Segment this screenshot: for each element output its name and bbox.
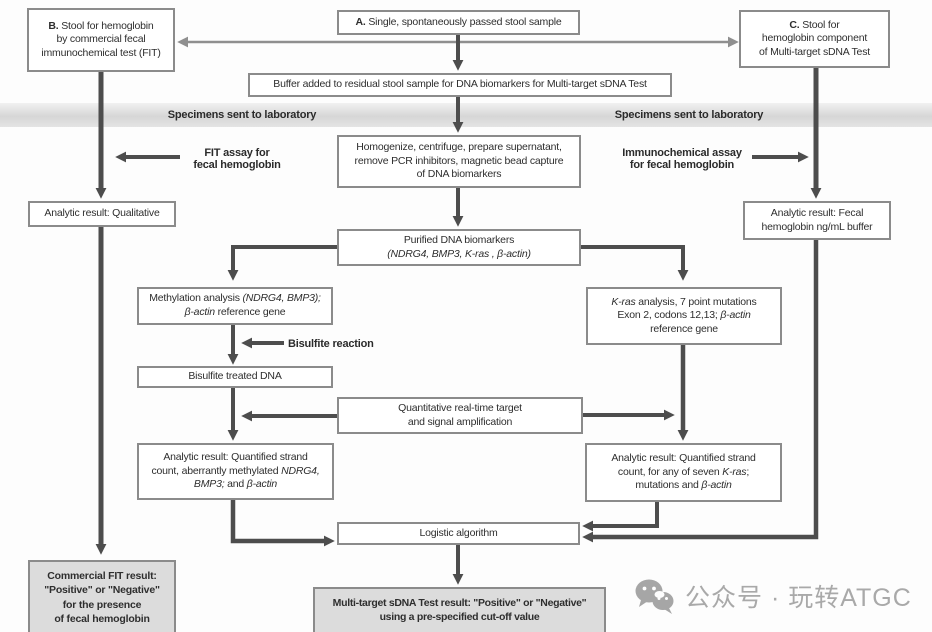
connector-fecal-hb-to-logistic <box>582 240 819 543</box>
text-line: hemoglobin ng/mL buffer <box>761 220 873 233</box>
box-stool-sample-a: A. Single, spontaneously passed stool sa… <box>337 10 580 35</box>
text-line: Immunochemical assay <box>622 147 742 159</box>
watermark-text: 公众号 · 玩转ATGC <box>685 584 912 612</box>
connector-right-result-to-logistic <box>582 502 659 532</box>
specimens-band-label-right: Specimens sent to laboratory <box>614 109 764 121</box>
text-line: Bisulfite reaction <box>288 337 374 350</box>
text-line: hemoglobin component <box>761 32 868 45</box>
text-line: Homogenize, centrifuge, prepare supernat… <box>356 141 562 154</box>
connector-left-result-to-logistic <box>230 500 335 547</box>
text-line: "Positive" or "Negative" <box>44 584 160 597</box>
connector-purified-to-kras <box>580 245 689 281</box>
box-homogenize: Homogenize, centrifuge, prepare supernat… <box>337 135 581 188</box>
text-line: Multi-target sDNA Test result: "Positive… <box>332 597 587 609</box>
text-line: immunochemical test (FIT) <box>41 46 161 59</box>
text-line: of fecal hemoglobin <box>54 613 150 626</box>
text-line: Exon 2, codons 12,13; β-actin <box>617 309 751 322</box>
text-line: Purified DNA biomarkers <box>403 233 515 246</box>
box-commercial-fit-result: Commercial FIT result: "Positive" or "Neg… <box>28 560 176 632</box>
text-line: Analytic result: Quantified strand <box>611 452 756 465</box>
text-line: Analytic result: Quantified strand <box>163 451 308 464</box>
text-line: Commercial FIT result: <box>47 570 157 582</box>
text-line: Quantitative real-time target <box>398 401 522 414</box>
watermark: 公众号 · 玩转ATGC <box>634 577 912 615</box>
text-line: of DNA biomarkers <box>416 168 502 181</box>
text-line: (NDRG4, BMP3, K-ras , β-actin) <box>387 247 531 260</box>
text-line: BMP3; and β-actin <box>193 478 278 491</box>
text-line: Methylation analysis (NDRG4, BMP3); <box>149 292 321 305</box>
text-line: Analytic result: Qualitative <box>44 207 160 220</box>
box-analytic-qualitative: Analytic result: Qualitative <box>28 201 176 227</box>
bisulfite-reaction-label: Bisulfite reaction <box>288 336 398 351</box>
text-line: mutations and β-actin <box>635 479 732 492</box>
text-line: of Multi-target sDNA Test <box>759 45 870 58</box>
text-line: remove PCR inhibitors, magnetic bead cap… <box>354 154 564 167</box>
box-bisulfite-treated-dna: Bisulfite treated DNA <box>137 366 333 388</box>
text-line: reference gene <box>650 322 718 335</box>
text-line: K-ras analysis, 7 point mutations <box>611 295 757 308</box>
text-line: C. Stool for <box>789 18 840 31</box>
text-line: using a pre-specified cut-off value <box>379 611 540 624</box>
text-line: Buffer added to residual stool sample fo… <box>273 78 647 91</box>
box-methylation-analysis: Methylation analysis (NDRG4, BMP3);β-act… <box>137 287 333 325</box>
box-sdna-test-result: Multi-target sDNA Test result: "Positive… <box>313 587 606 632</box>
text-line: Logistic algorithm <box>419 526 498 539</box>
text-line: and signal amplification <box>407 415 513 428</box>
connector-purified-to-methylation <box>227 245 337 281</box>
text-line: count, aberrantly methylated NDRG4, <box>151 464 320 477</box>
specimens-band <box>0 103 932 127</box>
text-line: fecal hemoglobin <box>193 159 281 171</box>
text-line: count, for any of seven K-ras; <box>617 465 750 478</box>
text-line: by commercial fecal <box>56 33 146 46</box>
text-line: Bisulfite treated DNA <box>188 370 282 383</box>
text-line: A. Single, spontaneously passed stool sa… <box>355 15 562 28</box>
text-line: β-actin reference gene <box>184 306 286 318</box>
specimens-band-label-left: Specimens sent to laboratory <box>167 109 317 121</box>
text-line: for the presence <box>62 598 142 611</box>
box-purified-dna: Purified DNA biomarkers(NDRG4, BMP3, K-r… <box>337 229 581 266</box>
text-line: B. Stool for hemoglobin <box>48 19 154 32</box>
box-logistic-algorithm: Logistic algorithm <box>337 522 580 545</box>
text-line: for fecal hemoglobin <box>629 159 735 171</box>
text-line: FIT assay for <box>204 147 270 159</box>
wechat-icon <box>634 577 676 615</box>
text-line: Analytic result: Fecal <box>770 206 864 219</box>
box-buffer-added: Buffer added to residual stool sample fo… <box>248 73 672 97</box>
